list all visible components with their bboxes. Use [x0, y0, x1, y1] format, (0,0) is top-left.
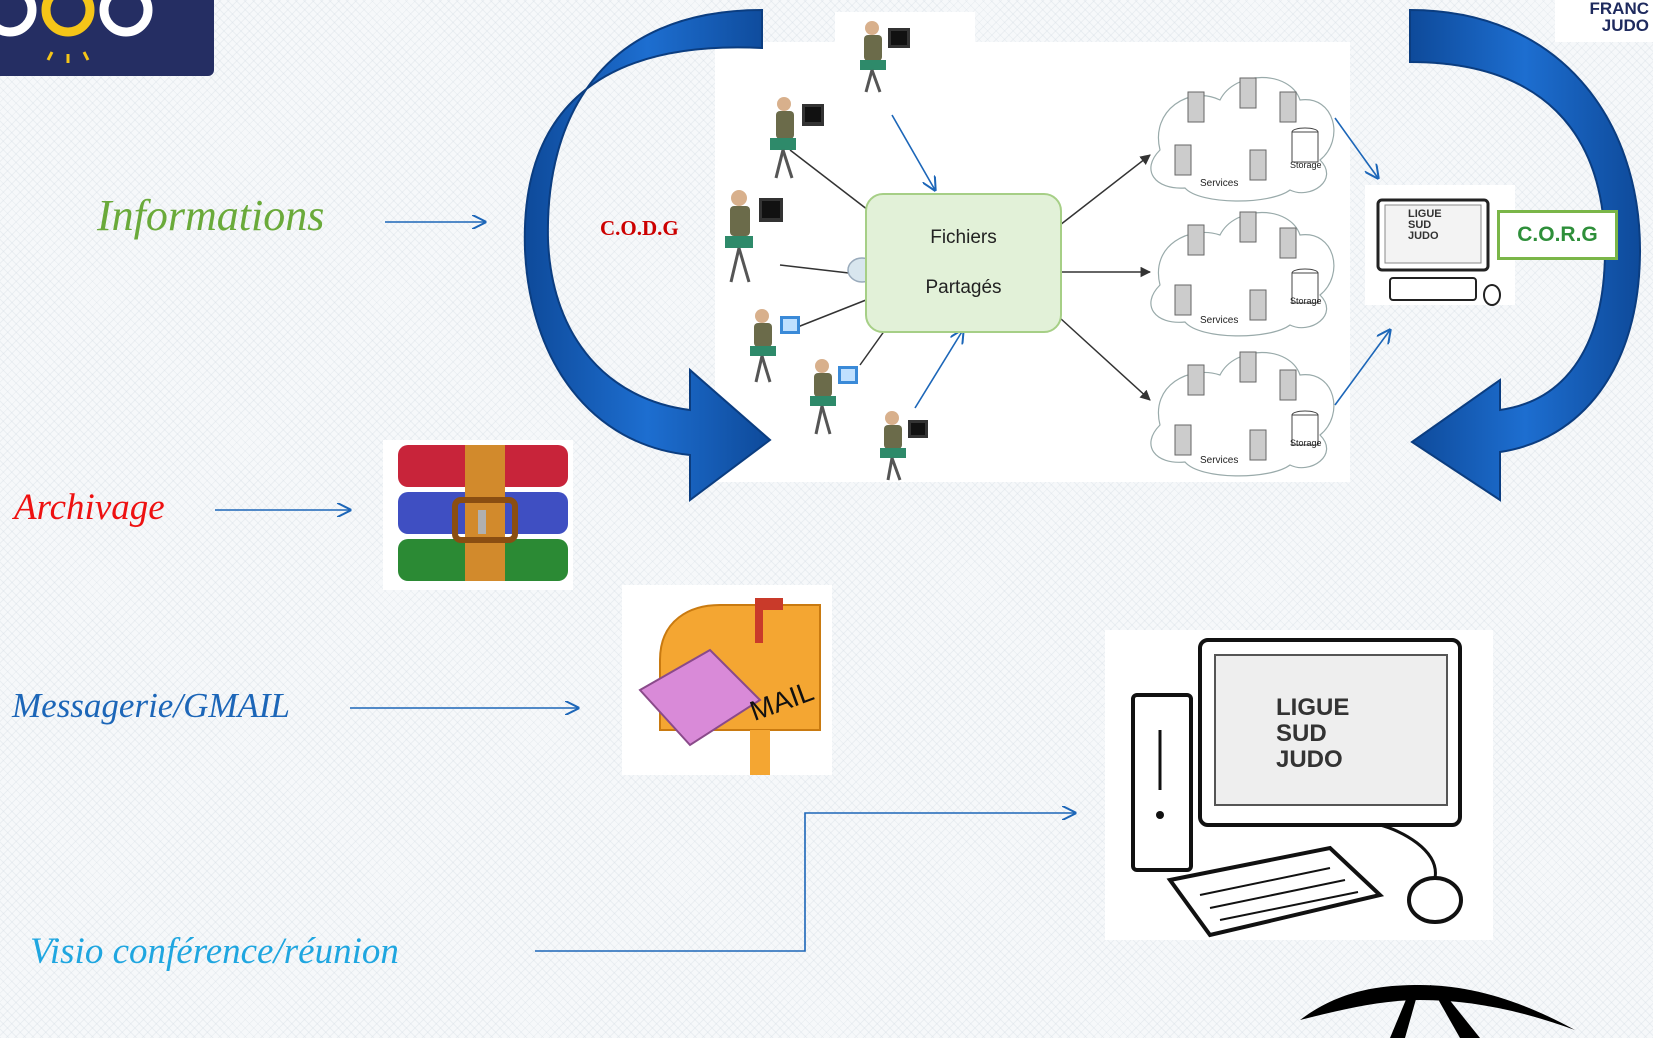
person-at-computer-3 — [725, 190, 783, 283]
sun-logo-icon — [0, 0, 153, 63]
ligue-line1-large: LIGUE — [1276, 694, 1350, 721]
ligue-line3: JUDO — [1408, 230, 1439, 242]
services-label-3: Services — [1200, 455, 1239, 466]
person-at-computer-6 — [880, 411, 928, 481]
mailbox-icon: MAIL — [622, 585, 832, 775]
ligue-logo-small: LIGUE SUD JUDO — [1408, 209, 1442, 242]
person-at-computer-4 — [750, 309, 800, 383]
corg-label: C.O.R.G — [1517, 223, 1598, 246]
codg-label: C.O.D.G — [600, 216, 679, 240]
services-label-1: Services — [1200, 178, 1239, 189]
desktop-computer-icon — [1105, 630, 1493, 940]
left-curved-arrow — [523, 8, 772, 502]
corg-box: C.O.R.G — [1497, 210, 1618, 260]
logo-left — [0, 0, 214, 76]
services-label-2: Services — [1200, 315, 1239, 326]
visio-label: Visio conférence/réunion — [30, 931, 399, 972]
hub-to-clouds — [1059, 154, 1152, 401]
ligue-line2-large: SUD — [1276, 720, 1327, 747]
small-computer-icon — [1365, 185, 1515, 306]
person-at-computer-2 — [770, 97, 824, 179]
hub-line1: Fichiers — [930, 227, 997, 248]
person-at-computer-1 — [860, 21, 910, 93]
person-at-computer-5 — [810, 359, 858, 435]
logo-right-line2: JUDO — [1601, 16, 1649, 35]
storage-label-3: Storage — [1290, 438, 1322, 448]
ligue-line1: LIGUE — [1408, 208, 1442, 220]
storage-label-2: Storage — [1290, 296, 1322, 306]
messagerie-label: Messagerie/GMAIL — [12, 686, 291, 725]
ligue-line2: SUD — [1408, 219, 1432, 231]
black-belt-icon — [1300, 985, 1575, 1038]
archive-books-icon — [383, 440, 573, 590]
server-cloud-3 — [1150, 351, 1335, 477]
shared-files-hub: Fichiers Partagés — [865, 193, 1062, 333]
ligue-logo-large: LIGUE SUD JUDO — [1276, 695, 1349, 773]
hub-line2: Partagés — [925, 277, 1002, 298]
blue-thin-arrows — [215, 114, 1390, 952]
server-cloud-2 — [1150, 211, 1335, 337]
server-cloud-1 — [1150, 77, 1335, 202]
logo-right: FRANC JUDO — [1555, 0, 1653, 42]
ligue-line3-large: JUDO — [1276, 746, 1343, 773]
logo-right-line1: FRANC — [1589, 0, 1650, 18]
storage-label-1: Storage — [1290, 160, 1322, 170]
archivage-label: Archivage — [14, 487, 165, 528]
informations-label: Informations — [97, 191, 325, 240]
right-curved-arrow — [1409, 8, 1642, 502]
